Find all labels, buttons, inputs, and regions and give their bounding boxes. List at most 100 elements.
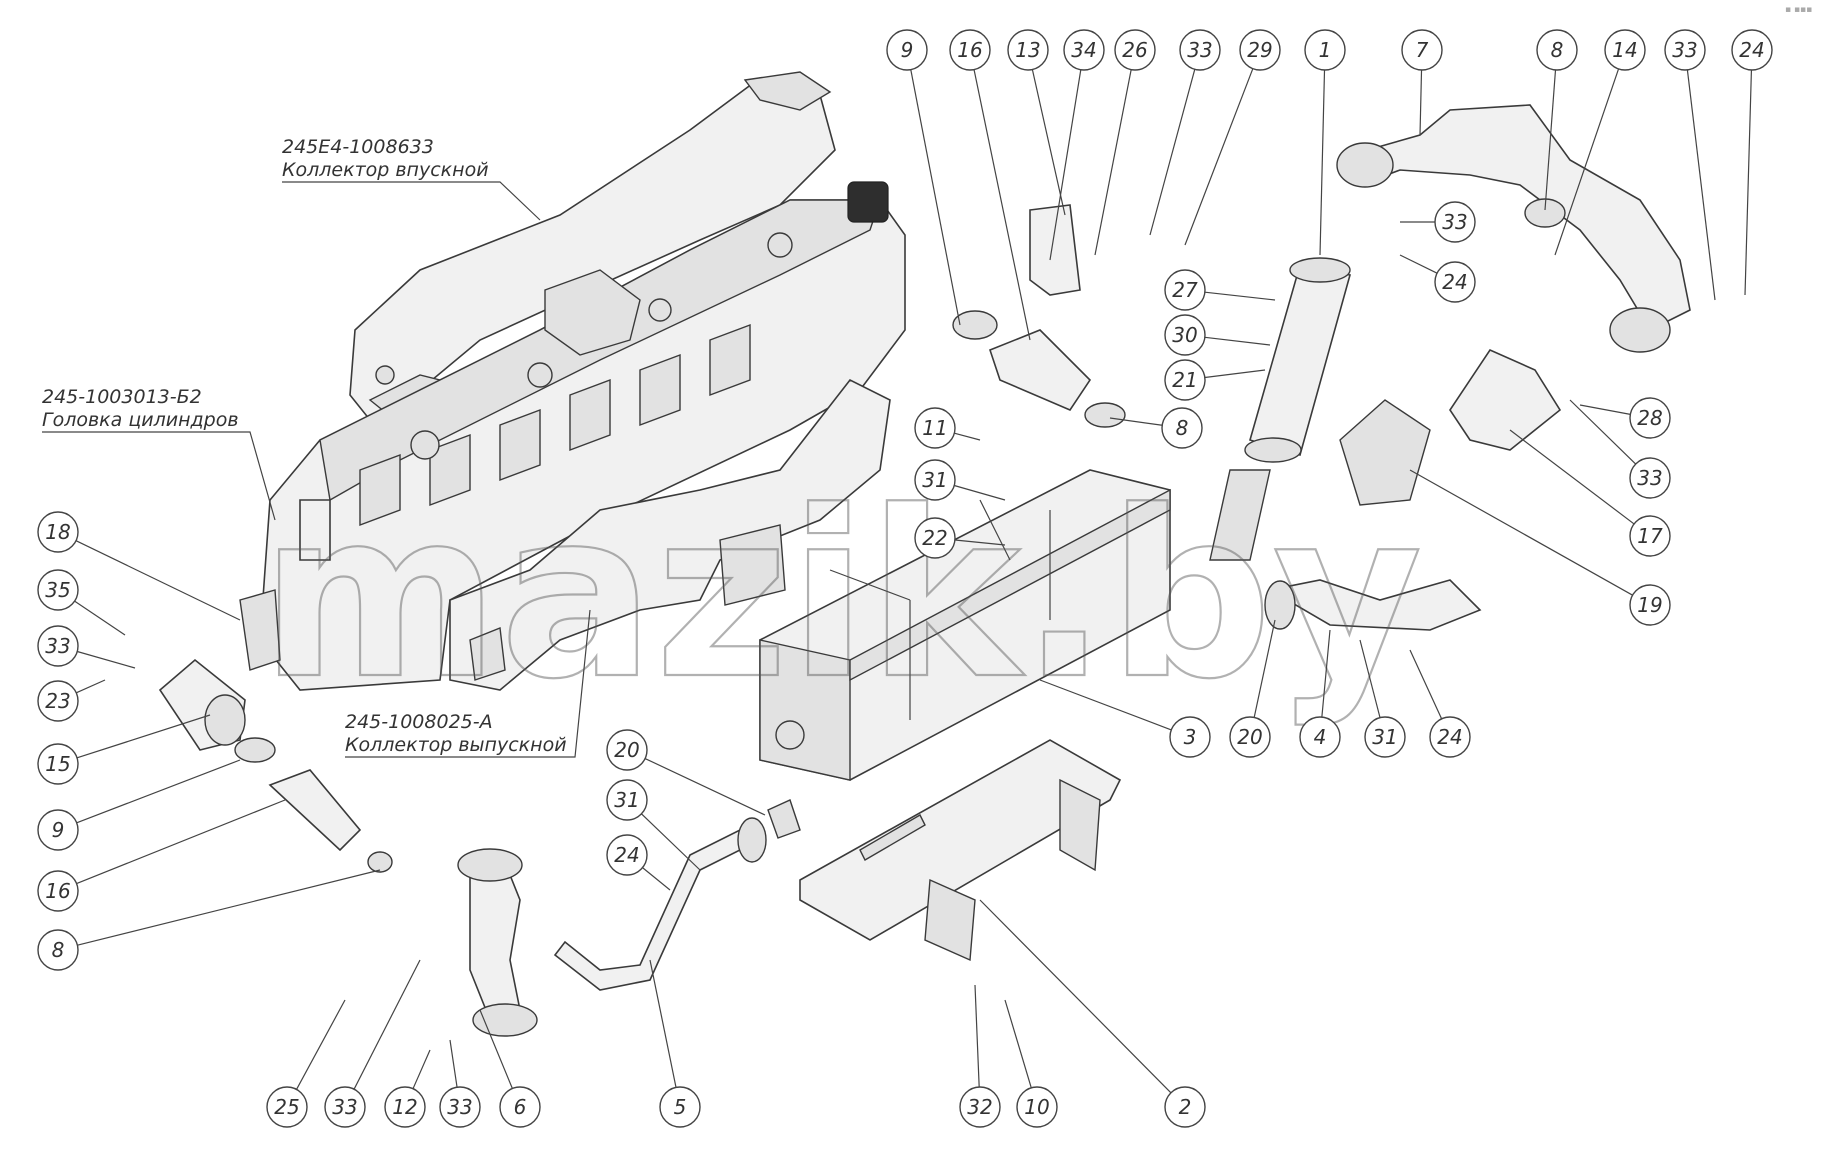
callout-leader [75, 540, 241, 621]
callout-leader [973, 69, 1031, 341]
callout-number: 9 [52, 818, 65, 842]
callout-number: 20 [1237, 725, 1262, 749]
callout-circle [659, 1086, 701, 1128]
callout-number: 8 [1551, 38, 1564, 62]
callout-number: 24 [614, 843, 639, 867]
callout-circle [266, 1086, 308, 1128]
callout-leader [77, 869, 381, 946]
callout-31: 31 [914, 459, 1006, 501]
callout-7: 7 [1401, 29, 1443, 136]
callout-29: 29 [1184, 29, 1281, 246]
callout-leader [1744, 69, 1753, 296]
callout-leader [910, 69, 961, 326]
head-name-label: Головка цилиндров [42, 409, 239, 431]
callout-circle [886, 29, 928, 71]
callout-number: 33 [332, 1095, 357, 1119]
callout-circle [1629, 457, 1671, 499]
callout-26: 26 [1094, 29, 1156, 256]
callout-circle [606, 834, 648, 876]
callout-circle [1364, 716, 1406, 758]
callout-number: 16 [957, 38, 982, 62]
callout-circle [1229, 716, 1271, 758]
callout-circle [606, 779, 648, 821]
callout-14: 14 [1554, 29, 1646, 256]
callout-circle [1429, 716, 1471, 758]
callout-number: 15 [45, 752, 70, 776]
intake-manifold-annotation: 245E4-1008633 Коллектор впускной [282, 136, 541, 221]
callout-circle [1629, 515, 1671, 557]
callout-circle [1604, 29, 1646, 71]
callout-5: 5 [649, 959, 701, 1128]
callout-number: 33 [1637, 466, 1662, 490]
callout-circle [37, 569, 79, 611]
callout-number: 31 [922, 468, 947, 492]
callout-circle [1179, 29, 1221, 71]
callout-number: 22 [922, 526, 947, 550]
callout-leader [1049, 69, 1082, 261]
callout-leader [296, 999, 346, 1090]
callout-17: 17 [1509, 429, 1671, 557]
callout-11: 11 [914, 407, 981, 449]
callout-leader [353, 959, 421, 1090]
callout-circle [1731, 29, 1773, 71]
callout-leader [1253, 619, 1276, 718]
callout-8: 8 [37, 869, 381, 971]
callout-leader [1409, 469, 1633, 596]
callout-leader [76, 759, 241, 824]
callout-leader [1149, 69, 1196, 236]
callout-leader [412, 1049, 431, 1089]
intake-name-label: Коллектор впускной [282, 159, 489, 181]
callout-number: 14 [1612, 38, 1637, 62]
callout-number: 6 [514, 1095, 527, 1119]
callout-number: 31 [614, 788, 639, 812]
callout-leader [1569, 399, 1637, 465]
callout-leader [1204, 336, 1271, 346]
callout-number: 8 [1176, 416, 1189, 440]
callout-number: 33 [447, 1095, 472, 1119]
exhaust-code-label: 245-1008025-А [345, 711, 493, 733]
callout-6: 6 [479, 1009, 541, 1128]
callout-number: 2 [1179, 1095, 1192, 1119]
callout-leader [1544, 69, 1557, 211]
callout-number: 34 [1071, 38, 1096, 62]
callout-30: 30 [1164, 314, 1271, 356]
callout-number: 30 [1172, 323, 1197, 347]
callout-9: 9 [886, 29, 961, 326]
callout-20: 20 [606, 729, 766, 816]
egr-tube-7 [1336, 104, 1691, 353]
callout-circle [914, 459, 956, 501]
callout-leader [76, 714, 211, 759]
callout-leader [1039, 679, 1172, 731]
callout-25: 25 [266, 999, 346, 1128]
callout-circle [1239, 29, 1281, 71]
gasket-19 [1339, 399, 1431, 506]
callout-circle [1063, 29, 1105, 71]
callout-circle [37, 625, 79, 667]
callout-number: 23 [45, 689, 70, 713]
callout-leader [1399, 254, 1438, 274]
cylinder-head [259, 181, 906, 691]
callout-16: 16 [37, 799, 286, 912]
callout-leader [954, 432, 981, 441]
callout-circle [949, 29, 991, 71]
callout-27: 27 [1164, 269, 1276, 311]
callout-number: 24 [1739, 38, 1764, 62]
callout-circle [1114, 29, 1156, 71]
callout-leader [1109, 417, 1163, 426]
callout-number: 25 [274, 1095, 299, 1119]
clamps [234, 198, 1566, 873]
callout-number: 26 [1122, 38, 1147, 62]
callout-leader [1419, 69, 1423, 136]
callout-number: 11 [922, 416, 947, 440]
callout-number: 9 [901, 38, 914, 62]
egr-tube-1 [1209, 257, 1352, 561]
callout-10: 10 [1004, 999, 1058, 1128]
callout-35: 35 [37, 569, 126, 636]
callout-number: 8 [52, 938, 65, 962]
callout-circle [37, 680, 79, 722]
callout-circle [1629, 584, 1671, 626]
callout-circle [324, 1086, 366, 1128]
exhaust-manifold [449, 378, 891, 691]
callout-number: 35 [45, 578, 70, 602]
